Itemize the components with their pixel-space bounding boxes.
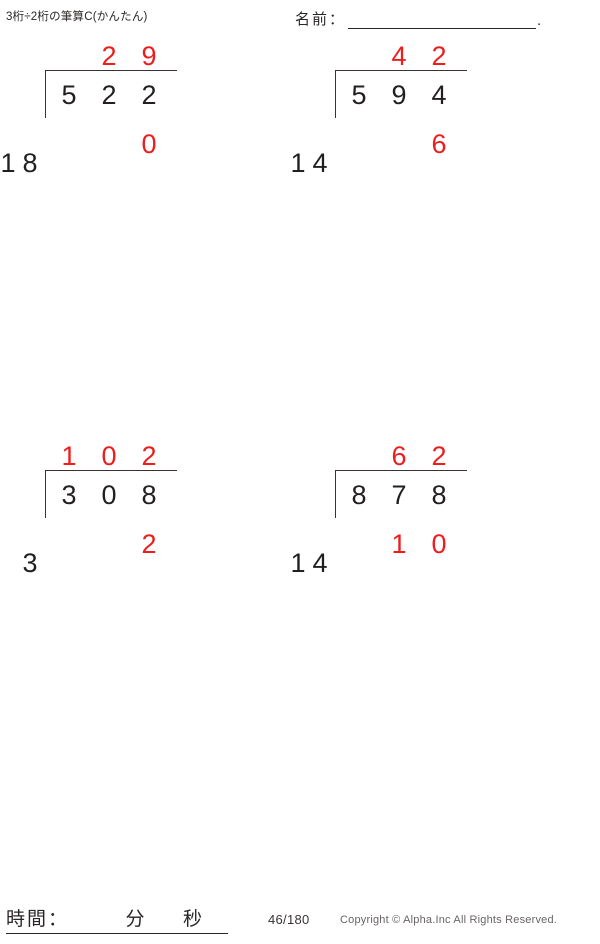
dividend: 8 7 8 (339, 478, 471, 512)
divisor: 3 (19, 540, 41, 586)
dividend-digit: 2 (141, 79, 157, 110)
quotient: 2 9 (49, 42, 181, 70)
worksheet-footer: 時間： 分 秒 46/180 Copyright © Alpha.Inc All… (0, 898, 600, 944)
name-trailing-period: . (537, 12, 542, 29)
dividend: 5 9 4 (339, 78, 471, 112)
dividend-digit: 4 (431, 79, 447, 110)
quotient-digit: 0 (101, 441, 117, 471)
remainder: 6 (339, 128, 471, 160)
divisor-digit: 4 (312, 147, 328, 178)
division-bracket (335, 470, 467, 518)
quotient: 4 2 (339, 42, 471, 70)
dividend-digit: 8 (351, 479, 367, 510)
copyright-notice: Copyright © Alpha.Inc All Rights Reserve… (340, 914, 558, 926)
dividend-digit: 9 (391, 79, 407, 110)
dividend-digit: 3 (61, 479, 77, 510)
page-number: 46/180 (268, 912, 310, 927)
name-field: 名前： . (295, 8, 541, 29)
time-second-unit: 秒 (182, 909, 204, 930)
divisor: 1 8 (0, 140, 41, 186)
divisor: 1 4 (287, 540, 331, 586)
division-bracket (45, 470, 177, 518)
divisor: 1 4 (287, 140, 331, 186)
worksheet-header: 3桁÷2桁の筆算C(かんたん) 名前： . (0, 0, 600, 46)
remainder: 2 (49, 528, 181, 560)
divisor-digit: 8 (22, 147, 38, 178)
time-field[interactable]: 時間： 分 秒 (6, 904, 228, 934)
quotient-digit: 1 (61, 441, 77, 471)
remainder-digit: 0 (141, 128, 157, 159)
time-minute-unit: 分 (125, 909, 147, 930)
dividend-digit: 7 (391, 479, 407, 510)
quotient-digit: 6 (391, 441, 407, 471)
problem-row-top: 1 8 2 9 5 2 2 0 1 4 (0, 43, 600, 456)
dividend: 3 0 8 (49, 478, 181, 512)
divisor-digit: 4 (312, 547, 328, 578)
dividend: 5 2 2 (49, 78, 181, 112)
name-input-blank[interactable] (348, 9, 537, 29)
dividend-digit: 5 (61, 79, 77, 110)
remainder-digit: 0 (431, 528, 447, 559)
remainder-digit: 1 (391, 528, 407, 559)
dividend-digit: 0 (101, 479, 117, 510)
quotient-digit: 2 (431, 41, 447, 71)
page-title: 3桁÷2桁の筆算C(かんたん) (6, 11, 148, 23)
problem-row-bottom: 3 1 0 2 3 0 8 2 1 4 (0, 443, 600, 856)
quotient-digit: 4 (391, 41, 407, 71)
quotient-digit: 2 (101, 41, 117, 71)
divisor-digit: 1 (0, 147, 16, 178)
time-label: 時間： (6, 909, 70, 930)
name-label: 名前： (295, 11, 347, 28)
remainder-digit: 6 (431, 128, 447, 159)
dividend-digit: 8 (141, 479, 157, 510)
division-bracket (335, 70, 467, 118)
divisor-digit: 1 (290, 147, 306, 178)
divisor-digit: 3 (22, 547, 38, 578)
quotient: 1 0 2 (49, 442, 181, 470)
dividend-digit: 5 (351, 79, 367, 110)
quotient-digit: 2 (141, 441, 157, 471)
quotient-digit: 2 (431, 441, 447, 471)
remainder-digit: 2 (141, 528, 157, 559)
divisor-digit: 1 (290, 547, 306, 578)
dividend-digit: 2 (101, 79, 117, 110)
dividend-digit: 8 (431, 479, 447, 510)
quotient: 6 2 (339, 442, 471, 470)
remainder: 0 (49, 128, 181, 160)
problems-grid: 1 8 2 9 5 2 2 0 1 4 (0, 43, 600, 856)
division-bracket (45, 70, 177, 118)
quotient-digit: 9 (141, 41, 157, 71)
remainder: 1 0 (339, 528, 471, 560)
